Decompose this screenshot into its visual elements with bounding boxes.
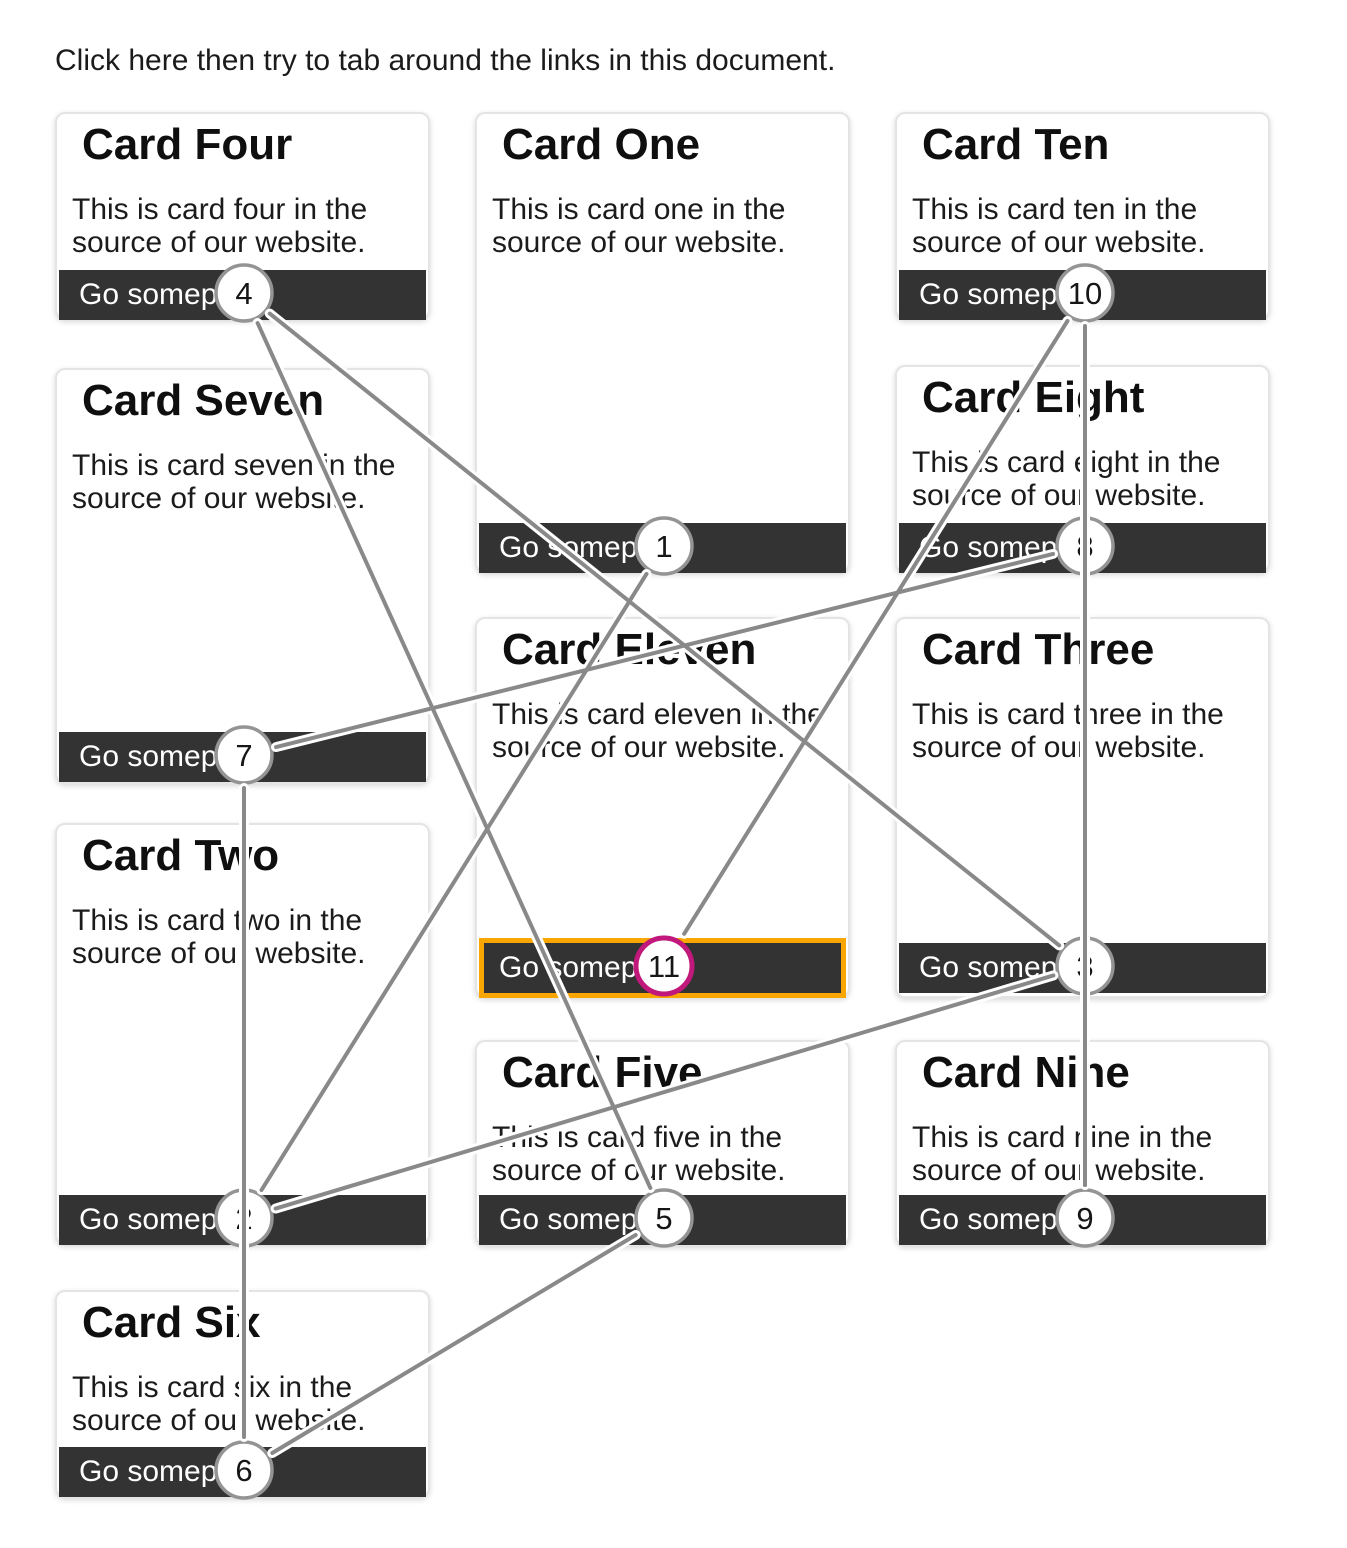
card-text: This is card seven in the source of our … — [72, 449, 396, 516]
card-title: Card Eleven — [502, 625, 757, 674]
go-someplace-link[interactable]: Go someplace — [59, 1195, 426, 1245]
card-title: Card Five — [502, 1048, 703, 1097]
go-someplace-link[interactable]: Go someplace — [479, 1195, 846, 1245]
go-someplace-link[interactable]: Go someplace — [899, 1195, 1266, 1245]
card-eight: Card Eight This is card eight in the sou… — [895, 365, 1270, 573]
card-title: Card Four — [82, 120, 293, 169]
card-text: This is card two in the source of our we… — [72, 904, 366, 971]
card-eleven: Card Eleven This is card eleven in the s… — [475, 617, 850, 998]
card-five: Card Five This is card five in the sourc… — [475, 1040, 850, 1246]
card-title: Card Ten — [922, 120, 1110, 169]
go-someplace-link[interactable]: Go someplace — [899, 270, 1266, 320]
instruction-text: Click here then try to tab around the li… — [55, 44, 836, 77]
go-someplace-link[interactable]: Go someplace — [899, 943, 1266, 993]
card-text: This is card ten in the source of our we… — [912, 193, 1206, 260]
card-text: This is card three in the source of our … — [912, 698, 1224, 765]
card-title: Card Eight — [922, 373, 1145, 422]
card-title: Card Two — [82, 831, 280, 880]
card-text: This is card eight in the source of our … — [912, 446, 1221, 513]
card-title: Card Six — [82, 1298, 261, 1347]
go-someplace-link[interactable]: Go someplace — [479, 938, 846, 998]
card-ten: Card Ten This is card ten in the source … — [895, 112, 1270, 320]
card-title: Card Three — [922, 625, 1155, 674]
go-someplace-link[interactable]: Go someplace — [59, 1447, 426, 1497]
card-title: Card Nine — [922, 1048, 1130, 1097]
go-someplace-link[interactable]: Go someplace — [59, 732, 426, 782]
go-someplace-link[interactable]: Go someplace — [59, 270, 426, 320]
card-seven: Card Seven This is card seven in the sou… — [55, 368, 430, 784]
go-someplace-link[interactable]: Go someplace — [899, 523, 1266, 573]
card-two: Card Two This is card two in the source … — [55, 823, 430, 1245]
card-one: Card One This is card one in the source … — [475, 112, 850, 573]
card-four: Card Four This is card four in the sourc… — [55, 112, 430, 320]
card-nine: Card Nine This is card nine in the sourc… — [895, 1040, 1270, 1246]
card-text: This is card four in the source of our w… — [72, 193, 368, 260]
card-text: This is card five in the source of our w… — [492, 1121, 786, 1188]
card-title: Card Seven — [82, 376, 325, 425]
card-three: Card Three This is card three in the sou… — [895, 617, 1270, 998]
go-someplace-link[interactable]: Go someplace — [479, 523, 846, 573]
card-text: This is card one in the source of our we… — [492, 193, 786, 260]
card-text: This is card eleven in the source of our… — [492, 698, 824, 765]
card-title: Card One — [502, 120, 701, 169]
card-six: Card Six This is card six in the source … — [55, 1290, 430, 1498]
card-text: This is card nine in the source of our w… — [912, 1121, 1213, 1188]
card-text: This is card six in the source of our we… — [72, 1371, 366, 1438]
